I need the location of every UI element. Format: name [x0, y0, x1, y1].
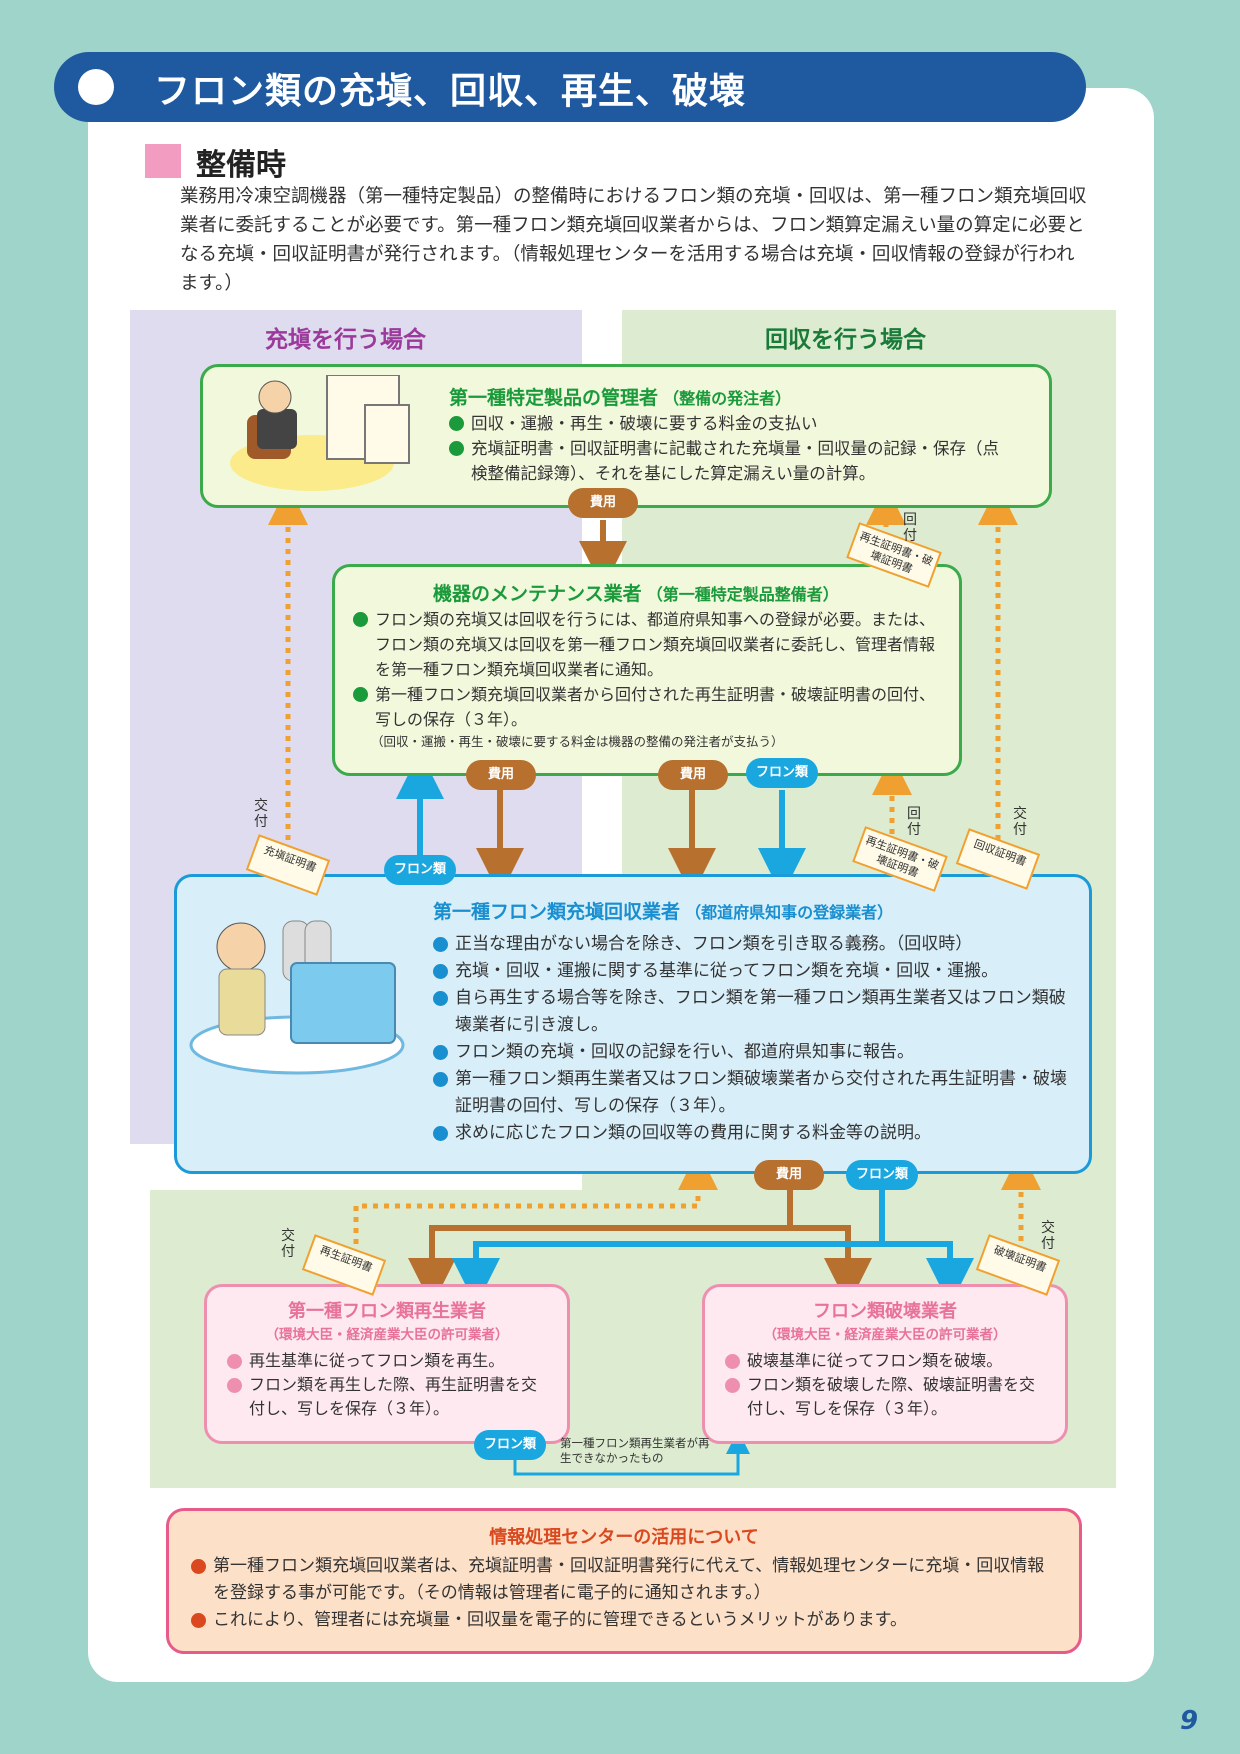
operator-illustration — [189, 920, 405, 1075]
list-item: 第一種フロン類充塡回収業者は、充塡証明書・回収証明書発行に代えて、情報処理センタ… — [191, 1553, 1061, 1607]
freon-pill: フロン類 — [474, 1430, 546, 1460]
fee-pill: 費用 — [568, 488, 638, 518]
destroyer-subtitle: （環境大臣・経済産業大臣の許可業者） — [763, 1327, 1007, 1343]
list-item: 第一種フロン類再生業者又はフロン類破壊業者から交付された再生証明書・破壊証明書の… — [433, 1066, 1073, 1120]
info-center-list: 第一種フロン類充塡回収業者は、充塡証明書・回収証明書発行に代えて、情報処理センタ… — [191, 1553, 1061, 1634]
manager-subtitle: （整備の発注者） — [663, 389, 792, 408]
list-item: フロン類を破壊した際、破壊証明書を交付し、写しを保存（３年）。 — [725, 1373, 1045, 1421]
issue-label: 交付 — [281, 1228, 295, 1260]
page-number: 9 — [1180, 1706, 1199, 1736]
fill-case-heading: 充塡を行う場合 — [265, 327, 426, 353]
list-item: 第一種フロン類充塡回収業者から回付された再生証明書・破壊証明書の回付、写しの保存… — [353, 682, 939, 732]
destroyer-title: フロン類破壊業者 — [813, 1301, 957, 1322]
list-item: 充塡・回収・運搬に関する基準に従ってフロン類を充塡・回収・運搬。 — [433, 958, 1073, 985]
maintenance-list: フロン類の充塡又は回収を行うには、都道府県知事への登録が必要。または、フロン類の… — [353, 607, 939, 752]
maintenance-box: 機器のメンテナンス業者 （第一種特定製品整備者） フロン類の充塡又は回収を行うに… — [332, 564, 962, 776]
forward-label: 回付 — [907, 806, 921, 838]
regenerator-box: 第一種フロン類再生業者 （環境大臣・経済産業大臣の許可業者） 再生基準に従ってフ… — [204, 1284, 570, 1444]
list-item: 求めに応じたフロン類の回収等の費用に関する料金等の説明。 — [433, 1120, 1073, 1147]
manager-list: 回収・運搬・再生・破壊に要する料金の支払い 充塡証明書・回収証明書に記載された充… — [449, 411, 1009, 486]
regenerator-list: 再生基準に従ってフロン類を再生。 フロン類を再生した際、再生証明書を交付し、写し… — [227, 1349, 547, 1421]
issue-label: 交付 — [1013, 806, 1027, 838]
list-item: フロン類の充塡・回収の記録を行い、都道府県知事に報告。 — [433, 1039, 1073, 1066]
list-item: これにより、管理者には充塡量・回収量を電子的に管理できるというメリットがあります… — [191, 1607, 1061, 1634]
recovery-case-heading: 回収を行う場合 — [765, 327, 926, 353]
manager-title: 第一種特定製品の管理者 — [449, 387, 659, 409]
maintenance-title: 機器のメンテナンス業者 — [433, 583, 642, 605]
freon-pill: フロン類 — [846, 1160, 918, 1190]
list-item: フロン類の充塡又は回収を行うには、都道府県知事への登録が必要。または、フロン類の… — [353, 607, 939, 682]
page-title: フロン類の充塡、回収、再生、破壊 — [154, 71, 747, 112]
regenerator-title: 第一種フロン類再生業者 — [288, 1301, 486, 1322]
destroyer-box: フロン類破壊業者 （環境大臣・経済産業大臣の許可業者） 破壊基準に従ってフロン類… — [702, 1284, 1068, 1444]
forward-label: 回付 — [903, 512, 917, 544]
fee-pill: 費用 — [754, 1160, 824, 1190]
info-center-box: 情報処理センターの活用について 第一種フロン類充塡回収業者は、充塡証明書・回収証… — [166, 1508, 1082, 1654]
manager-illustration — [230, 375, 410, 491]
intro-text: 業務用冷凍空調機器（第一種特定製品）の整備時におけるフロン類の充塡・回収は、第一… — [180, 186, 1087, 294]
list-item: 充塡証明書・回収証明書に記載された充塡量・回収量の記録・保存（点検整備記録簿）、… — [449, 436, 1009, 486]
manager-box: 第一種特定製品の管理者 （整備の発注者） 回収・運搬・再生・破壊に要する料金の支… — [200, 364, 1052, 508]
recovery-operator-box: 第一種フロン類充塡回収業者 （都道府県知事の登録業者） 正当な理由がない場合を除… — [174, 874, 1092, 1174]
issue-label: 交付 — [1041, 1220, 1055, 1252]
list-item: 破壊基準に従ってフロン類を破壊。 — [725, 1349, 1045, 1373]
list-item: 回収・運搬・再生・破壊に要する料金の支払い — [449, 411, 1009, 436]
list-item: 再生基準に従ってフロン類を再生。 — [227, 1349, 547, 1373]
freon-pill: フロン類 — [384, 855, 456, 885]
regenerator-subtitle: （環境大臣・経済産業大臣の許可業者） — [265, 1327, 509, 1343]
unregenerated-note: 第一種フロン類再生業者が再生できなかったもの — [560, 1436, 710, 1465]
maintenance-subtitle: （第一種特定製品整備者） — [646, 585, 839, 604]
freon-pill: フロン類 — [746, 758, 818, 788]
bullet-circle-icon — [78, 69, 114, 105]
recovery-operator-title: 第一種フロン類充塡回収業者 — [433, 901, 681, 923]
fee-pill: 費用 — [466, 760, 536, 790]
section-title: 整備時 — [196, 148, 286, 183]
recovery-operator-list: 正当な理由がない場合を除き、フロン類を引き取る義務。（回収時） 充塡・回収・運搬… — [433, 931, 1073, 1147]
info-center-title: 情報処理センターの活用について — [489, 1527, 759, 1548]
fee-pill: 費用 — [658, 760, 728, 790]
issue-label: 交付 — [254, 798, 268, 830]
maintenance-note: （回収・運搬・再生・破壊に要する料金は機器の整備の発注者が支払う） — [371, 734, 784, 749]
list-item: フロン類を再生した際、再生証明書を交付し、写しを保存（３年）。 — [227, 1373, 547, 1421]
recovery-operator-subtitle: （都道府県知事の登録業者） — [685, 903, 894, 922]
destroyer-list: 破壊基準に従ってフロン類を破壊。 フロン類を破壊した際、破壊証明書を交付し、写し… — [725, 1349, 1045, 1421]
list-item: 正当な理由がない場合を除き、フロン類を引き取る義務。（回収時） — [433, 931, 1073, 958]
list-item: 自ら再生する場合等を除き、フロン類を第一種フロン類再生業者又はフロン類破壊業者に… — [433, 985, 1073, 1039]
header-banner: フロン類の充塡、回収、再生、破壊 — [54, 52, 1086, 122]
section-marker-icon — [145, 144, 181, 178]
